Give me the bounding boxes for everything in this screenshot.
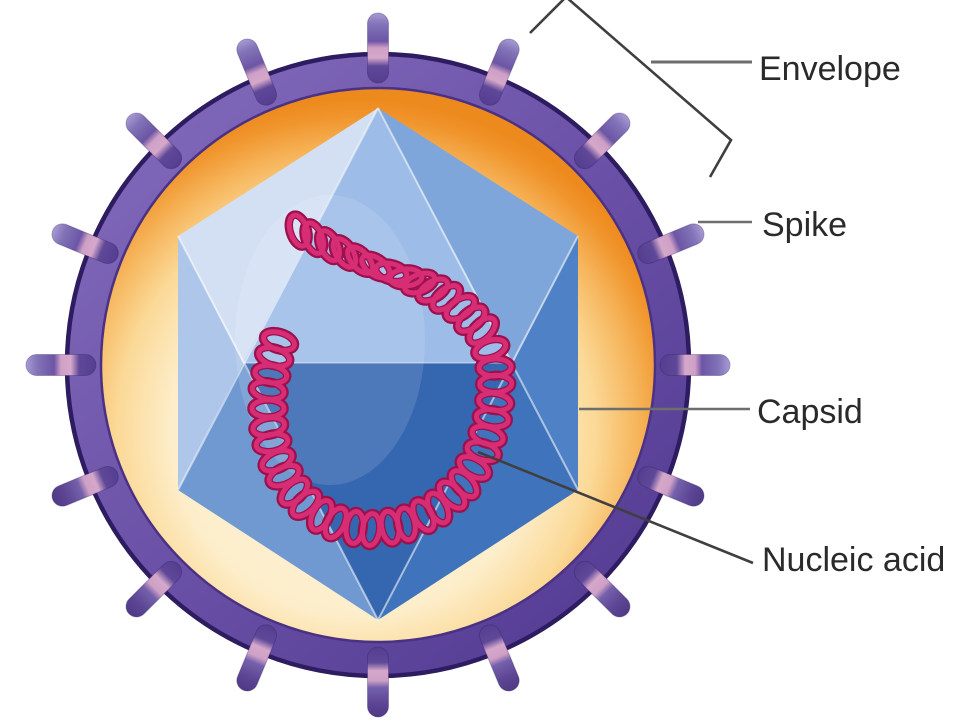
spike	[25, 354, 97, 376]
envelope-bracket-line	[529, 0, 733, 178]
capsid-facet	[378, 108, 578, 363]
spike	[236, 624, 278, 692]
label-nucleic-acid: Nucleic acid	[762, 541, 946, 579]
coil-loop	[261, 329, 298, 353]
coil-loop	[308, 498, 335, 533]
spike	[478, 624, 520, 692]
capsid-facet	[513, 236, 578, 490]
spike	[51, 465, 119, 507]
spike	[573, 560, 631, 618]
spike	[236, 38, 278, 106]
spike	[573, 112, 631, 170]
spike	[637, 223, 705, 265]
spike	[125, 560, 183, 618]
leader-lines	[477, 0, 754, 565]
nucleic-acid-coil	[247, 210, 517, 551]
label-spike: Spike	[762, 206, 848, 244]
spike	[367, 646, 389, 718]
spike	[659, 354, 731, 376]
capsid-facet	[243, 363, 513, 620]
nucleic-acid-leader-line	[477, 450, 754, 565]
spike	[51, 223, 119, 265]
spike	[367, 12, 389, 84]
spike	[125, 112, 183, 170]
capsid-facet	[243, 108, 513, 363]
capsid-facet	[178, 363, 378, 620]
spike	[478, 38, 520, 106]
label-capsid: Capsid	[757, 393, 863, 431]
capsid-facet	[178, 236, 243, 490]
coil-loop	[466, 315, 498, 346]
coil-loops	[249, 212, 515, 548]
capsid-facet	[178, 108, 378, 363]
spike-layer	[25, 12, 731, 718]
label-envelope: Envelope	[759, 50, 901, 88]
spike	[637, 465, 705, 507]
